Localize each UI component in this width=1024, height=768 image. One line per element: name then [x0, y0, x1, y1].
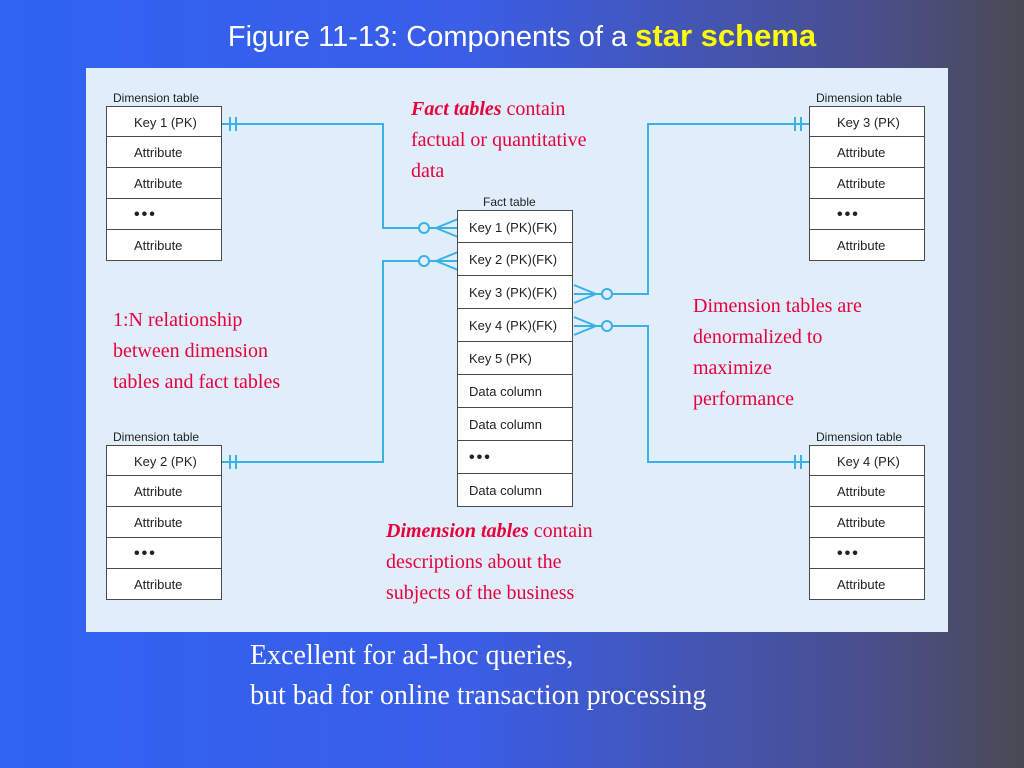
- note-text: between dimension: [113, 340, 268, 362]
- ellipsis-cell: •••: [457, 441, 573, 474]
- note-text: subjects of the business: [386, 582, 575, 604]
- dimension-table-caption: Dimension table: [816, 430, 903, 444]
- dimension-table-3: Dimension table Key 3 (PK) Attribute Att…: [809, 90, 925, 261]
- fact-table: Fact table Key 1 (PK)(FK) Key 2 (PK)(FK)…: [457, 194, 573, 507]
- fact-tables-note: Fact tables contain factual or quantitat…: [411, 94, 586, 187]
- note-text: descriptions about the: [386, 551, 562, 573]
- note-text: factual or quantitative: [411, 129, 587, 151]
- dimension-key-cell: Key 1 (PK): [106, 106, 222, 137]
- data-column-cell: Data column: [457, 375, 573, 408]
- dimension-key-cell: Key 3 (PK): [809, 106, 925, 137]
- attribute-cell: Attribute: [106, 137, 222, 168]
- title-prefix: Figure 11-13: Components of a: [227, 21, 636, 53]
- dimension-table-caption: Dimension table: [816, 91, 903, 105]
- bottom-caption: Excellent for ad-hoc queries, but bad fo…: [250, 636, 706, 716]
- note-text: Dimension tables are: [693, 295, 862, 317]
- dimension-table-caption: Dimension table: [113, 91, 200, 105]
- fact-table-caption: Fact table: [483, 195, 536, 209]
- slide-title: Figure 11-13: Components of a star schem…: [0, 18, 1024, 54]
- note-text: tables and fact tables: [113, 371, 281, 393]
- attribute-cell: Attribute: [809, 569, 925, 600]
- attribute-cell: Attribute: [809, 137, 925, 168]
- attribute-cell: Attribute: [809, 230, 925, 261]
- dimension-table-1: Dimension table Key 1 (PK) Attribute Att…: [106, 90, 222, 261]
- note-text: data: [411, 160, 445, 182]
- fact-key-cell: Key 3 (PK)(FK): [457, 276, 573, 309]
- dimension-table-2: Dimension table Key 2 (PK) Attribute Att…: [106, 429, 222, 600]
- attribute-cell: Attribute: [809, 507, 925, 538]
- dimension-key-cell: Key 2 (PK): [106, 445, 222, 476]
- denormalized-note: Dimension tables are denormalized to max…: [693, 291, 862, 415]
- fact-key-cell: Key 4 (PK)(FK): [457, 309, 573, 342]
- note-text: 1:N relationship: [113, 309, 243, 331]
- fact-key-cell: Key 5 (PK): [457, 342, 573, 375]
- fact-key-cell: Key 2 (PK)(FK): [457, 243, 573, 276]
- dimension-tables-note: Dimension tables contain descriptions ab…: [386, 516, 593, 609]
- fact-key-cell: Key 1 (PK)(FK): [457, 210, 573, 243]
- dimension-table-4: Dimension table Key 4 (PK) Attribute Att…: [809, 429, 925, 600]
- dimension-tables-term: Dimension tables: [386, 520, 529, 542]
- title-highlight: star schema: [635, 18, 817, 53]
- fact-tables-term: Fact tables: [411, 98, 502, 120]
- note-text: contain: [501, 98, 566, 120]
- attribute-cell: Attribute: [106, 476, 222, 507]
- bottom-line-1: Excellent for ad-hoc queries,: [250, 640, 574, 671]
- attribute-cell: Attribute: [809, 168, 925, 199]
- ellipsis-cell: •••: [106, 538, 222, 569]
- note-text: performance: [693, 388, 795, 410]
- data-column-cell: Data column: [457, 408, 573, 441]
- ellipsis-cell: •••: [106, 199, 222, 230]
- note-text: maximize: [693, 357, 772, 379]
- ellipsis-cell: •••: [809, 199, 925, 230]
- dimension-table-caption: Dimension table: [113, 430, 200, 444]
- data-column-cell: Data column: [457, 474, 573, 507]
- ellipsis-cell: •••: [809, 538, 925, 569]
- attribute-cell: Attribute: [809, 476, 925, 507]
- dimension-key-cell: Key 4 (PK): [809, 445, 925, 476]
- bottom-line-2: but bad for online transaction processin…: [250, 680, 707, 711]
- relationship-note: 1:N relationship between dimension table…: [113, 305, 280, 398]
- connector-key3: [574, 123, 809, 295]
- attribute-cell: Attribute: [106, 230, 222, 261]
- note-text: contain: [528, 520, 593, 542]
- attribute-cell: Attribute: [106, 569, 222, 600]
- note-text: denormalized to: [693, 326, 823, 348]
- attribute-cell: Attribute: [106, 507, 222, 538]
- attribute-cell: Attribute: [106, 168, 222, 199]
